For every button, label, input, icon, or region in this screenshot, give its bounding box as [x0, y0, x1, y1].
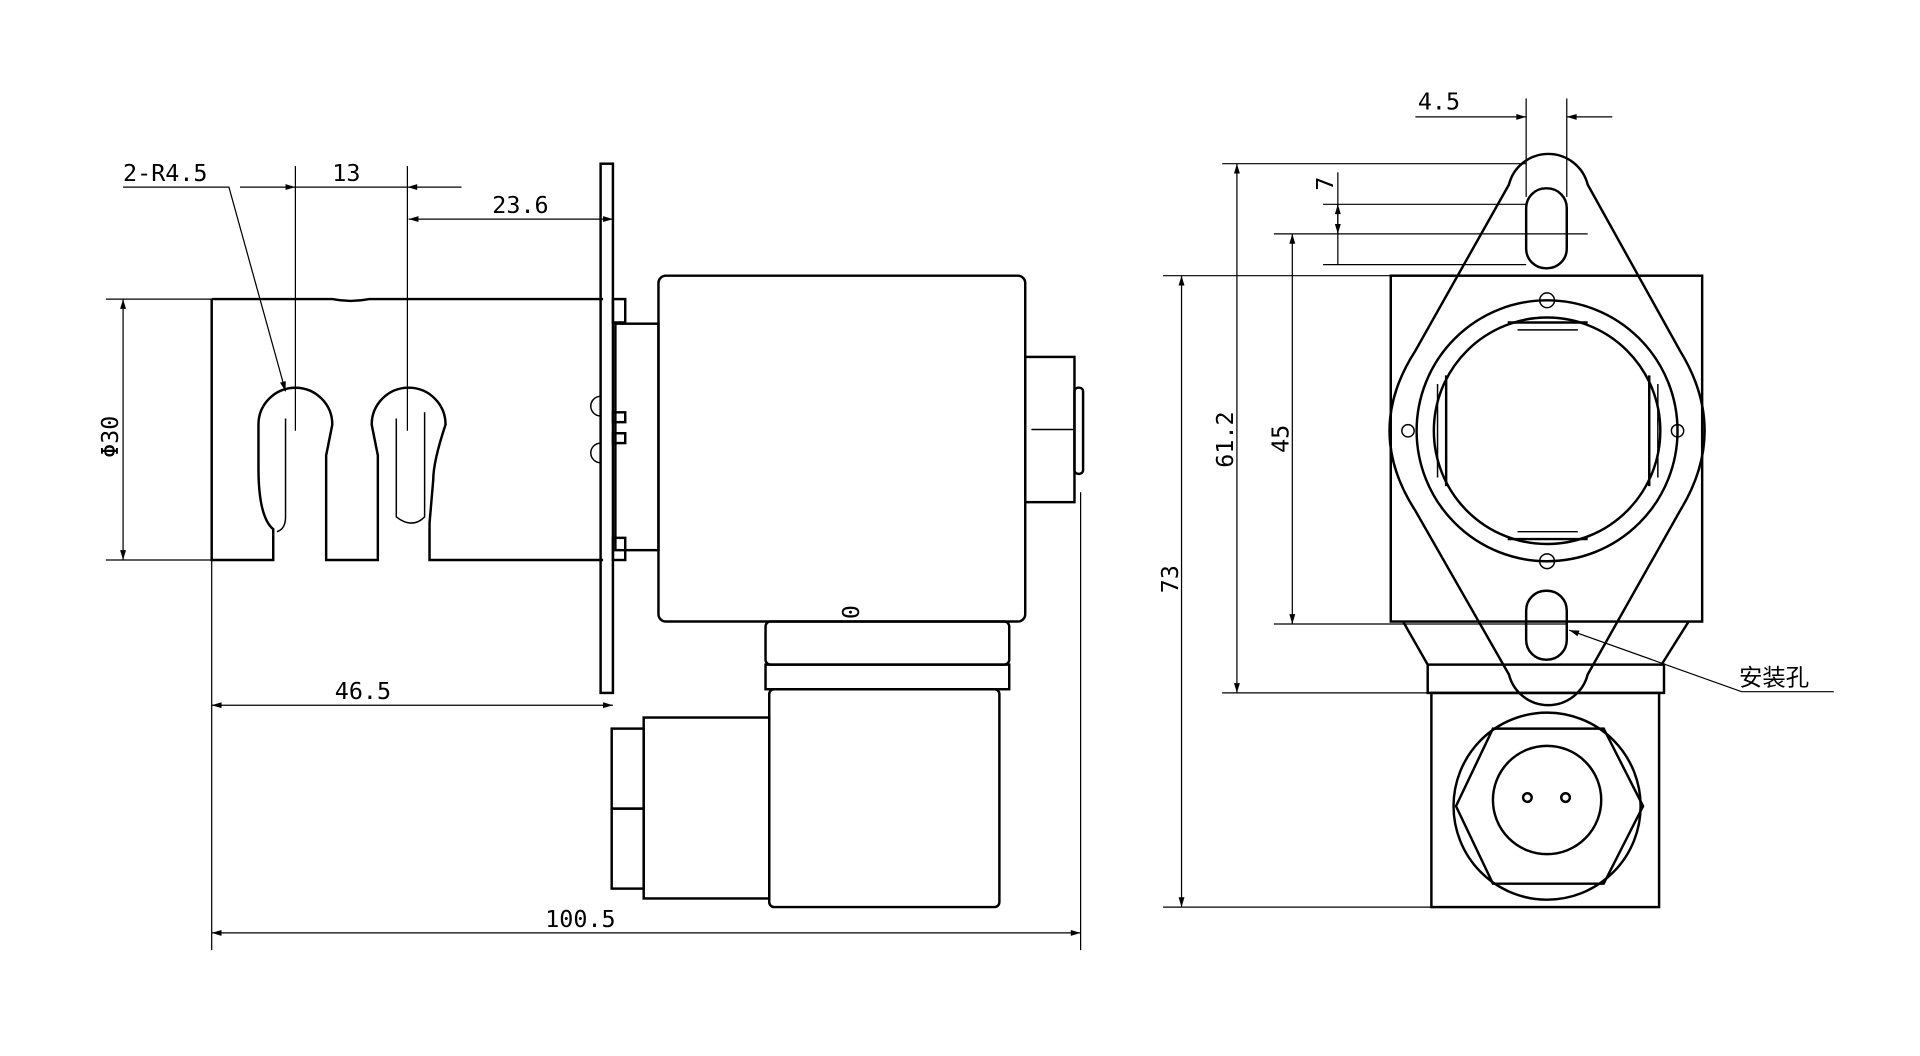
front-view: 4.5 7 61.2 45 73 安装孔 — [1156, 88, 1834, 909]
coil-connector — [614, 322, 660, 552]
dim-total-length: 100.5 — [545, 905, 615, 933]
coil — [657, 274, 1027, 623]
dim-hole-width: 4.5 — [1418, 88, 1460, 116]
dim-housing-to-hole: 45 — [1267, 425, 1295, 453]
mounting-plate — [599, 162, 615, 695]
valve-body — [768, 688, 1001, 909]
dim-diameter: Φ30 — [96, 416, 124, 458]
dim-body-length: 46.5 — [335, 677, 391, 705]
coil-mark: 0 — [837, 605, 865, 619]
dim-hole-distance: 61.2 — [1211, 411, 1239, 467]
mounting-hole-top — [1524, 187, 1568, 270]
flange — [1388, 152, 1706, 707]
mounting-hole-bottom — [1524, 589, 1568, 661]
dim-slot-to-plate: 23.6 — [492, 191, 548, 219]
dim-slot-pitch: 13 — [332, 159, 360, 187]
ring-outer — [1415, 299, 1679, 563]
mounting-hole-label: 安装孔 — [1739, 664, 1809, 692]
side-view: 0 2-R4.5 13 23.6 Φ30 46.5 100.5 — [96, 159, 1085, 951]
plug-connector — [642, 716, 771, 900]
dim-hole-offset: 7 — [1311, 177, 1339, 191]
dim-slot-radius: 2-R4.5 — [123, 159, 207, 187]
dim-total-height: 73 — [1156, 565, 1184, 593]
bracket — [210, 297, 604, 562]
connector-hex — [1454, 727, 1645, 885]
lower-box — [1430, 691, 1661, 909]
